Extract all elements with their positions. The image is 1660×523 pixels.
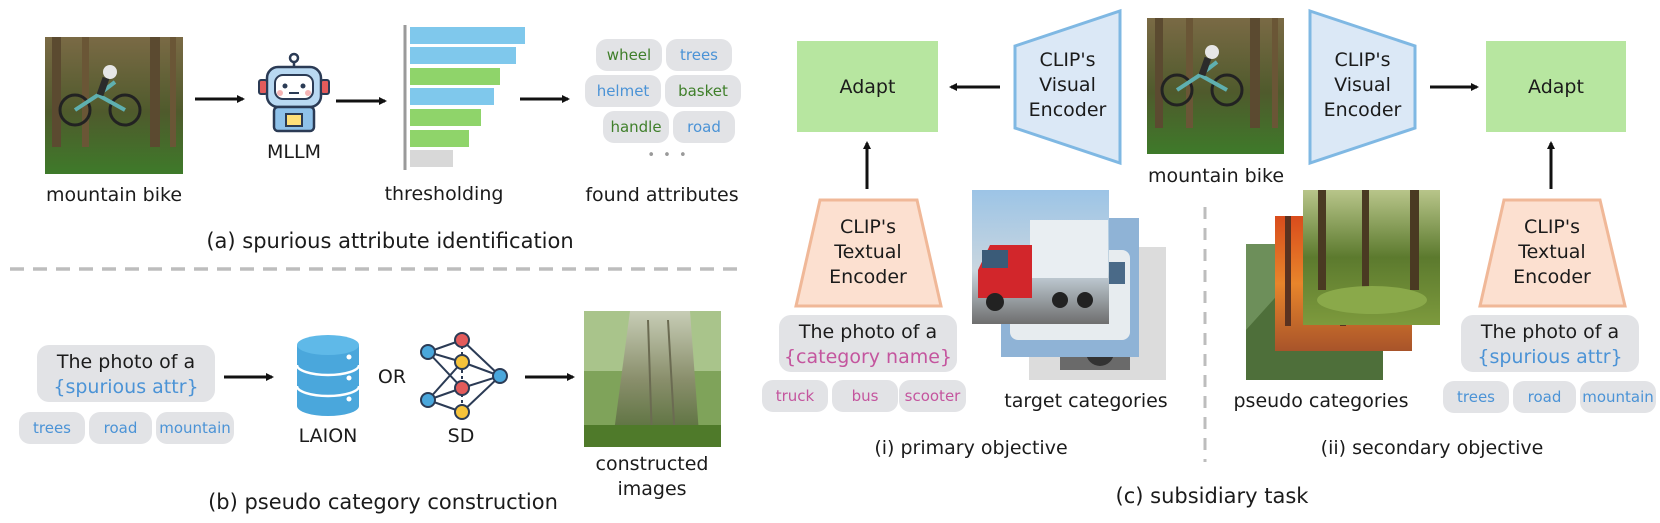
pseudo-category-images xyxy=(1246,190,1440,380)
textual-encoder-right-shape xyxy=(1478,198,1627,308)
constructed-caption-line2: images xyxy=(617,478,687,500)
encoder-label-line: Textual xyxy=(834,241,902,263)
laion-label: LAION xyxy=(298,425,358,447)
visual-encoder-left-label: CLIP's Visual Encoder xyxy=(1015,48,1120,123)
encoder-label-line: CLIP's xyxy=(839,216,897,238)
center-image-caption: mountain bike xyxy=(1147,165,1285,187)
category-prompt-box: The photo of a {category name} xyxy=(779,315,957,372)
visual-encoder-right-shape xyxy=(1308,8,1417,166)
panel-a-title: (a) spurious attribute identification xyxy=(206,229,574,253)
encoder-label-line: CLIP's xyxy=(1523,216,1581,238)
encoder-label-line: Encoder xyxy=(829,266,907,288)
encoder-label-line: CLIP's xyxy=(1039,49,1096,71)
spurious-prompt-box: The photo of a {spurious attr} xyxy=(37,345,215,402)
spurious-tag: trees xyxy=(19,412,85,444)
found-attributes-caption: found attributes xyxy=(585,184,739,206)
spurious-tag-c: trees xyxy=(1443,381,1509,413)
mllm-label: MLLM xyxy=(267,141,321,163)
attribute-tag: handle xyxy=(603,111,669,143)
encoder-label-line: Encoder xyxy=(1513,266,1591,288)
attribute-tag: trees xyxy=(666,39,732,71)
encoder-label-line: Visual xyxy=(1334,74,1391,96)
adapt-box-right: Adapt xyxy=(1486,41,1626,132)
spurious-prompt-box-c: The photo of a {spurious attr} xyxy=(1461,315,1639,372)
target-category-images xyxy=(972,190,1166,380)
prompt-line-1: The photo of a xyxy=(1480,321,1620,343)
spurious-tag: road xyxy=(89,412,152,444)
spurious-tag: mountain xyxy=(156,412,234,444)
attribute-tag: road xyxy=(673,111,735,143)
adapt-box-left: Adapt xyxy=(797,41,938,132)
prompt-line-2: {spurious attr} xyxy=(1477,346,1623,368)
threshold-bar-chart xyxy=(403,25,525,170)
neural-network-icon xyxy=(420,332,508,420)
visual-encoder-left-shape xyxy=(1013,8,1122,166)
input-image-caption: mountain bike xyxy=(45,184,183,206)
encoder-label-line: CLIP's xyxy=(1334,49,1391,71)
database-icon xyxy=(295,335,361,416)
encoder-label-line: Textual xyxy=(1518,241,1586,263)
textual-encoder-left-label: CLIP's Textual Encoder xyxy=(806,215,930,290)
category-tag: bus xyxy=(832,380,898,412)
secondary-objective-caption: (ii) secondary objective xyxy=(1320,437,1544,459)
or-label: OR xyxy=(377,366,407,388)
target-categories-caption: target categories xyxy=(1004,390,1168,412)
mountain-bike-image-a xyxy=(45,37,183,174)
encoder-label-line: Encoder xyxy=(1323,99,1402,121)
prompt-line-1: The photo of a xyxy=(798,321,938,343)
textual-encoder-left-shape xyxy=(794,198,943,308)
panel-c-title: (c) subsidiary task xyxy=(1115,484,1309,508)
encoder-label-line: Encoder xyxy=(1028,99,1107,121)
category-tag: truck xyxy=(762,380,828,412)
primary-objective-caption: (i) primary objective xyxy=(874,437,1068,459)
prompt-line-2: {category name} xyxy=(783,346,953,368)
spurious-tag-c: mountain xyxy=(1580,381,1656,413)
attribute-tag: wheel xyxy=(596,39,662,71)
pseudo-categories-caption: pseudo categories xyxy=(1233,390,1409,412)
mountain-bike-image-c xyxy=(1147,18,1284,154)
attribute-tag: basket xyxy=(665,75,741,107)
thresholding-caption: thresholding xyxy=(384,183,504,205)
visual-encoder-right-label: CLIP's Visual Encoder xyxy=(1310,48,1415,123)
category-tag: scooter xyxy=(899,380,966,412)
more-attributes-ellipsis: • • • xyxy=(647,148,689,163)
spurious-tag-c: road xyxy=(1513,381,1576,413)
encoder-label-line: Visual xyxy=(1039,74,1096,96)
prompt-line-2: {spurious attr} xyxy=(53,376,199,398)
panel-b-title: (b) pseudo category construction xyxy=(208,490,558,514)
robot-icon xyxy=(258,52,330,133)
sd-label: SD xyxy=(447,425,475,447)
constructed-forest-image xyxy=(584,311,721,447)
attribute-tag: helmet xyxy=(585,75,661,107)
constructed-caption-line1: constructed xyxy=(595,453,709,475)
textual-encoder-right-label: CLIP's Textual Encoder xyxy=(1490,215,1614,290)
prompt-line-1: The photo of a xyxy=(56,351,196,373)
